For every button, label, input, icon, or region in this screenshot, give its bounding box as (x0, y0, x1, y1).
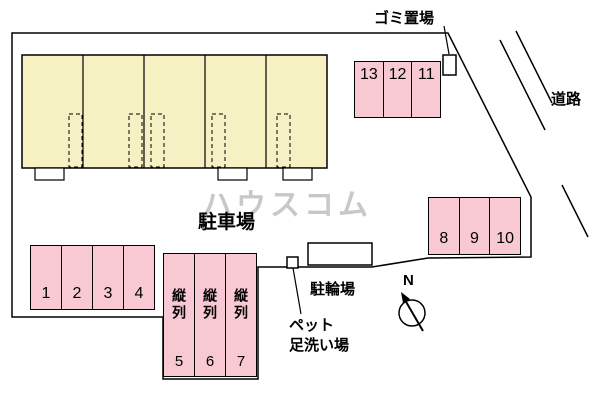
stall-number: 4 (134, 285, 144, 302)
parking-stall-13: 13 (355, 62, 383, 117)
parking-stall-11: 11 (411, 62, 440, 117)
entrance-porch (217, 167, 248, 181)
stall-number: 1 (41, 285, 51, 302)
parking-group-tandem: 縦列 5 縦列 6 縦列 7 (163, 253, 257, 377)
garbage-area-icon (442, 54, 457, 76)
stair-dashed-outline (211, 113, 226, 168)
tandem-label: 縦列 (171, 288, 187, 322)
bicycle-parking-icon (307, 242, 373, 266)
stall-number: 6 (205, 353, 215, 370)
parking-stall-1: 1 (31, 246, 61, 309)
parking-group-bottom-left: 1 2 3 4 (30, 245, 155, 310)
entrance-porch (34, 167, 65, 181)
parking-stall-4: 4 (123, 246, 154, 309)
pet-wash-label-line2: 足洗い場 (289, 336, 350, 354)
building-footprint (21, 54, 328, 169)
stall-number: 11 (417, 66, 435, 83)
parking-stall-12: 12 (382, 62, 412, 117)
bicycle-parking-label: 駐輪場 (310, 281, 356, 298)
stall-number: 7 (236, 353, 246, 370)
pet-wash-label: ペット 足洗い場 (289, 316, 359, 355)
parking-stall-10: 10 (489, 198, 520, 254)
stall-number: 2 (72, 285, 82, 302)
garbage-leader-line (443, 25, 450, 55)
stall-number: 13 (359, 66, 378, 83)
tandem-label: 縦列 (202, 288, 218, 322)
parking-stall-8: 8 (429, 198, 459, 254)
pet-wash-icon (286, 256, 299, 269)
stall-number: 10 (496, 230, 515, 247)
compass-north-label: N (403, 272, 414, 289)
parking-lot-label: 駐車場 (198, 212, 256, 233)
parking-stall-5: 縦列 5 (164, 254, 194, 376)
pet-wash-label-line1: ペット (289, 317, 335, 334)
stair-dashed-outline (68, 113, 83, 168)
stair-dashed-outline (150, 113, 165, 168)
tandem-label: 縦列 (233, 288, 249, 322)
road-label: 道路 (551, 91, 582, 108)
parking-stall-9: 9 (458, 198, 490, 254)
stall-number: 5 (174, 353, 184, 370)
parking-stall-2: 2 (61, 246, 92, 309)
road-edge-line (499, 39, 546, 131)
parking-stall-3: 3 (92, 246, 123, 309)
entrance-porch (282, 167, 313, 181)
road-edge-line (561, 184, 589, 238)
stall-number: 9 (470, 230, 479, 247)
parking-group-top-right: 13 12 11 (354, 61, 441, 118)
compass-arrowhead (401, 292, 410, 303)
road-edge-line (515, 30, 553, 104)
garbage-area-label: ゴミ置場 (374, 10, 435, 27)
parking-group-right: 8 9 10 (428, 197, 521, 255)
stair-dashed-outline (128, 113, 143, 168)
parking-stall-6: 縦列 6 (194, 254, 225, 376)
stair-dashed-outline (276, 113, 291, 168)
stall-number: 3 (103, 285, 113, 302)
stall-number: 12 (388, 66, 407, 83)
stall-number: 8 (439, 230, 449, 247)
parking-stall-7: 縦列 7 (225, 254, 256, 376)
pet-wash-leader-line (292, 267, 302, 315)
compass-needle (404, 299, 424, 332)
watermark: ハウスコム (202, 189, 372, 222)
